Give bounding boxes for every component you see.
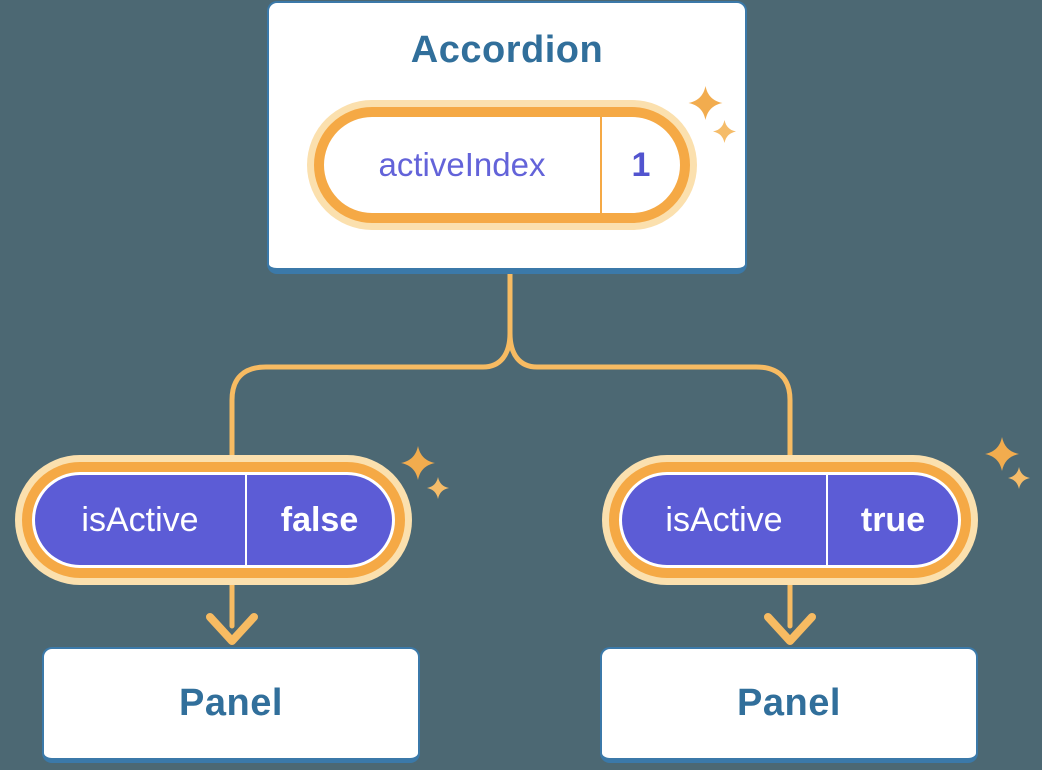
panel-node-right: Panel xyxy=(600,647,978,763)
arrow-down-icon xyxy=(764,613,816,645)
prop-pill-fill: isActive false xyxy=(35,475,392,565)
sparkle-icon xyxy=(401,446,435,480)
state-value-label: 1 xyxy=(631,145,651,184)
pill-divider xyxy=(245,475,247,565)
state-pill-ring: activeIndex 1 xyxy=(314,107,690,223)
prop-name-label: isActive xyxy=(665,500,783,539)
sparkle-icon xyxy=(427,477,449,499)
prop-pill-isactive-true: isActive true xyxy=(602,455,978,585)
pill-divider xyxy=(600,117,602,213)
panel-title: Panel xyxy=(179,682,283,724)
prop-pill-isactive-false: isActive false xyxy=(15,455,412,585)
branch-line-left xyxy=(229,270,513,629)
prop-pill-fill: isActive true xyxy=(622,475,958,565)
sparkle-icon xyxy=(985,437,1019,471)
state-name-label: activeIndex xyxy=(378,146,546,183)
prop-pill-ring: isActive true xyxy=(609,462,971,578)
prop-name-label: isActive xyxy=(81,500,199,539)
prop-pill-ring: isActive false xyxy=(22,462,405,578)
sparkle-icon xyxy=(688,86,723,120)
accordion-title: Accordion xyxy=(410,29,604,71)
sparkle-icon xyxy=(1008,467,1030,489)
prop-value-label: true xyxy=(860,500,926,539)
pill-divider xyxy=(826,475,828,565)
branch-line-right xyxy=(507,270,793,629)
state-pill-activeindex: activeIndex 1 xyxy=(307,100,697,230)
panel-node-left: Panel xyxy=(42,647,420,763)
accordion-node: Accordion activeIndex 1 xyxy=(267,1,747,274)
arrow-down-icon xyxy=(206,613,258,645)
prop-value-label: false xyxy=(280,500,359,539)
sparkle-icon xyxy=(713,120,736,143)
panel-title: Panel xyxy=(737,682,841,724)
